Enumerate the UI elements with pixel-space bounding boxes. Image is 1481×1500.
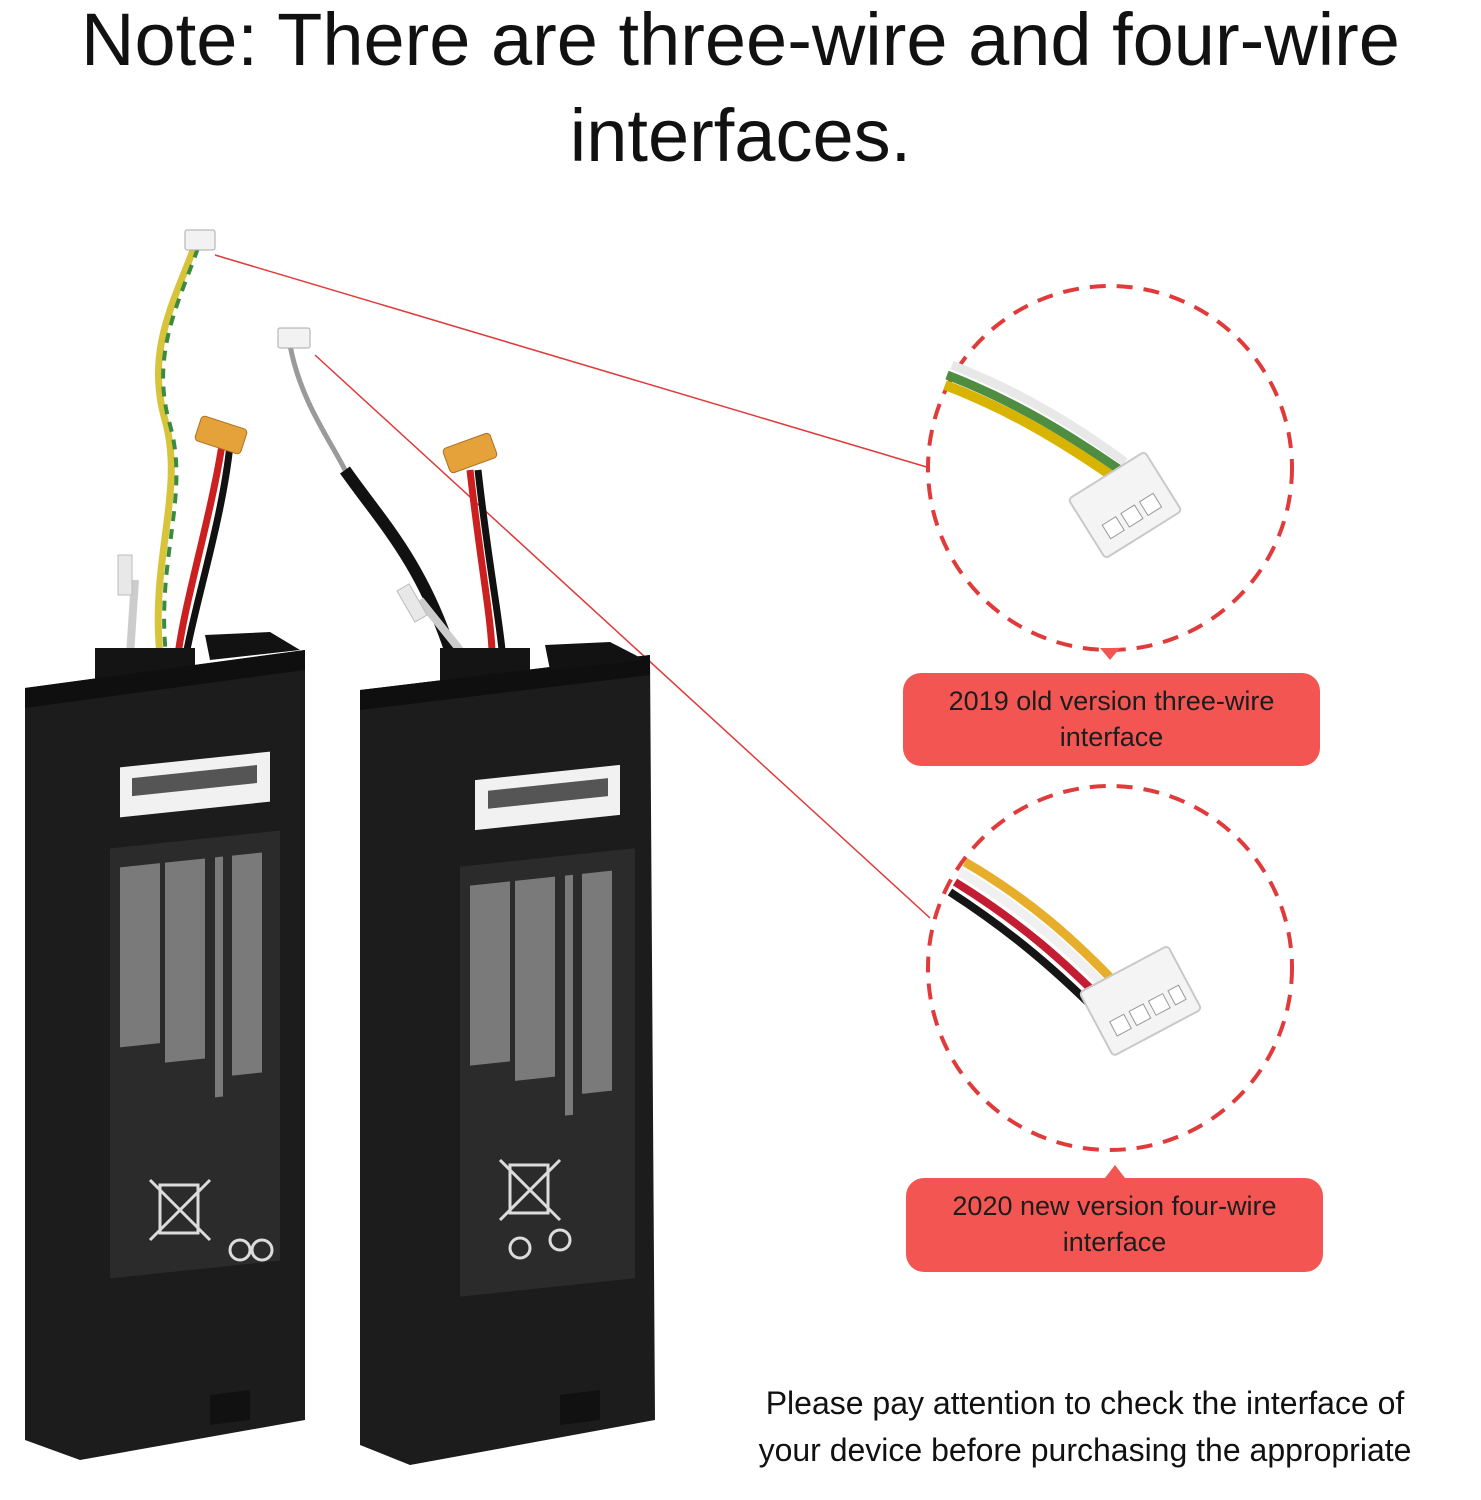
battery-pack-image-left	[25, 229, 305, 1460]
leader-line-four-wire	[314, 354, 931, 919]
callout-1-line-1: 2019 old version three-wire	[948, 686, 1275, 716]
connector-closeup-image-four-wire	[926, 784, 1294, 1178]
battery-pack-image-right	[277, 327, 655, 1465]
callout-1-line-2: interface	[1059, 722, 1164, 752]
page-title: Note: There are three-wire and four-wire…	[0, 0, 1481, 184]
leader-line-three-wire	[214, 254, 931, 469]
callout-label-four-wire: 2020 new version four-wire interface	[906, 1178, 1323, 1272]
footer-note: Please pay attention to check the interf…	[690, 1380, 1480, 1474]
callout-label-three-wire: 2019 old version three-wire interface	[903, 673, 1320, 766]
footer-note-line-2: your device before purchasing the approp…	[758, 1432, 1412, 1468]
callout-2-line-1: 2020 new version four-wire	[952, 1191, 1277, 1221]
recycle-bin-crossed-icon	[148, 1178, 212, 1242]
ce-mark-icon	[228, 1238, 274, 1262]
title-line-1: Note: There are three-wire and four-wire	[81, 0, 1400, 81]
callout-2-line-2: interface	[1062, 1227, 1167, 1257]
footer-note-line-1: Please pay attention to check the interf…	[765, 1385, 1405, 1421]
title-line-2: interfaces.	[569, 94, 912, 177]
connector-closeup-image-three-wire	[926, 284, 1294, 660]
